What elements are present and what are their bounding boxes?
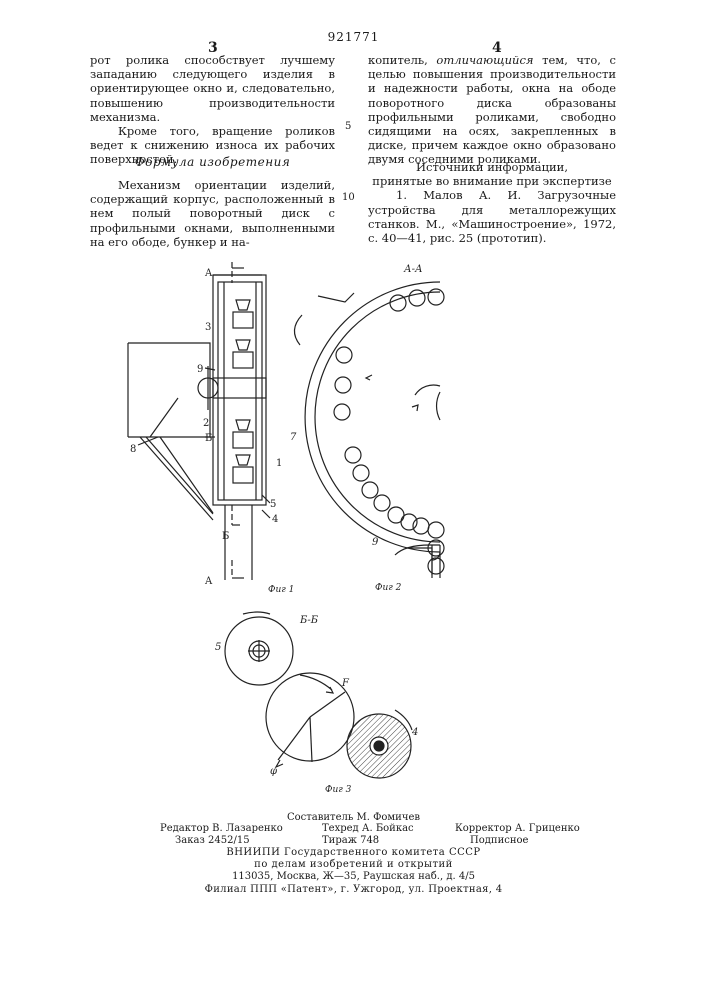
footer-circulation: Тираж 748 xyxy=(322,835,379,847)
fig1-rollers xyxy=(233,300,253,483)
fig1-label-5: 5 xyxy=(270,499,276,510)
footer-address: 113035, Москва, Ж—35, Раушская наб., д. … xyxy=(0,871,707,883)
fig1-label-b-mid: Б xyxy=(205,433,212,444)
fig3-section-label: Б-Б xyxy=(299,615,319,626)
figure-2 xyxy=(294,282,444,578)
fig3-caption: Фиг 3 xyxy=(325,785,352,795)
footer-techred: Техред А. Бойкас xyxy=(322,823,414,835)
fig3-label-f: φ xyxy=(270,766,277,777)
figure-3 xyxy=(225,612,412,778)
fig2-section-label: А-А xyxy=(403,264,423,275)
fig1-label-4: 4 xyxy=(272,514,278,525)
fig3-label-4: 4 xyxy=(411,727,418,738)
fig1-label-1: 1 xyxy=(276,458,282,469)
footer-editor: Редактор В. Лазаренко xyxy=(160,823,283,835)
fig1-label-a-top: A xyxy=(204,268,213,279)
fig2-label-6: 7 xyxy=(290,432,297,443)
footer-corrector: Корректор А. Гриценко xyxy=(455,823,580,835)
fig1-label-7: 8 xyxy=(130,444,136,455)
fig1-caption: Фиг 1 xyxy=(268,585,294,595)
fig3-label-9: F xyxy=(341,678,350,689)
footer-branch: Филиал ППП «Патент», г. Ужгород, ул. Про… xyxy=(0,884,707,896)
fig1-label-2: 2 xyxy=(203,418,209,429)
fig1-label-8: 9 xyxy=(197,364,203,375)
footer-subscription: Подписное xyxy=(470,835,528,847)
footer-order: Заказ 2452/15 xyxy=(175,835,250,847)
fig1-label-3: 3 xyxy=(205,322,211,333)
figure-1 xyxy=(128,262,270,580)
fig3-label-5: 5 xyxy=(215,642,221,653)
fig1-label-a-bottom: A xyxy=(204,576,213,587)
footer-org2: по делам изобретений и открытий xyxy=(0,859,707,871)
fig2-label-8: 9 xyxy=(372,537,379,548)
fig1-label-b-left: Б xyxy=(222,531,229,542)
footer-org1: ВНИИПИ Государственного комитета СССР xyxy=(0,847,707,859)
fig2-caption: Фиг 2 xyxy=(375,583,402,593)
